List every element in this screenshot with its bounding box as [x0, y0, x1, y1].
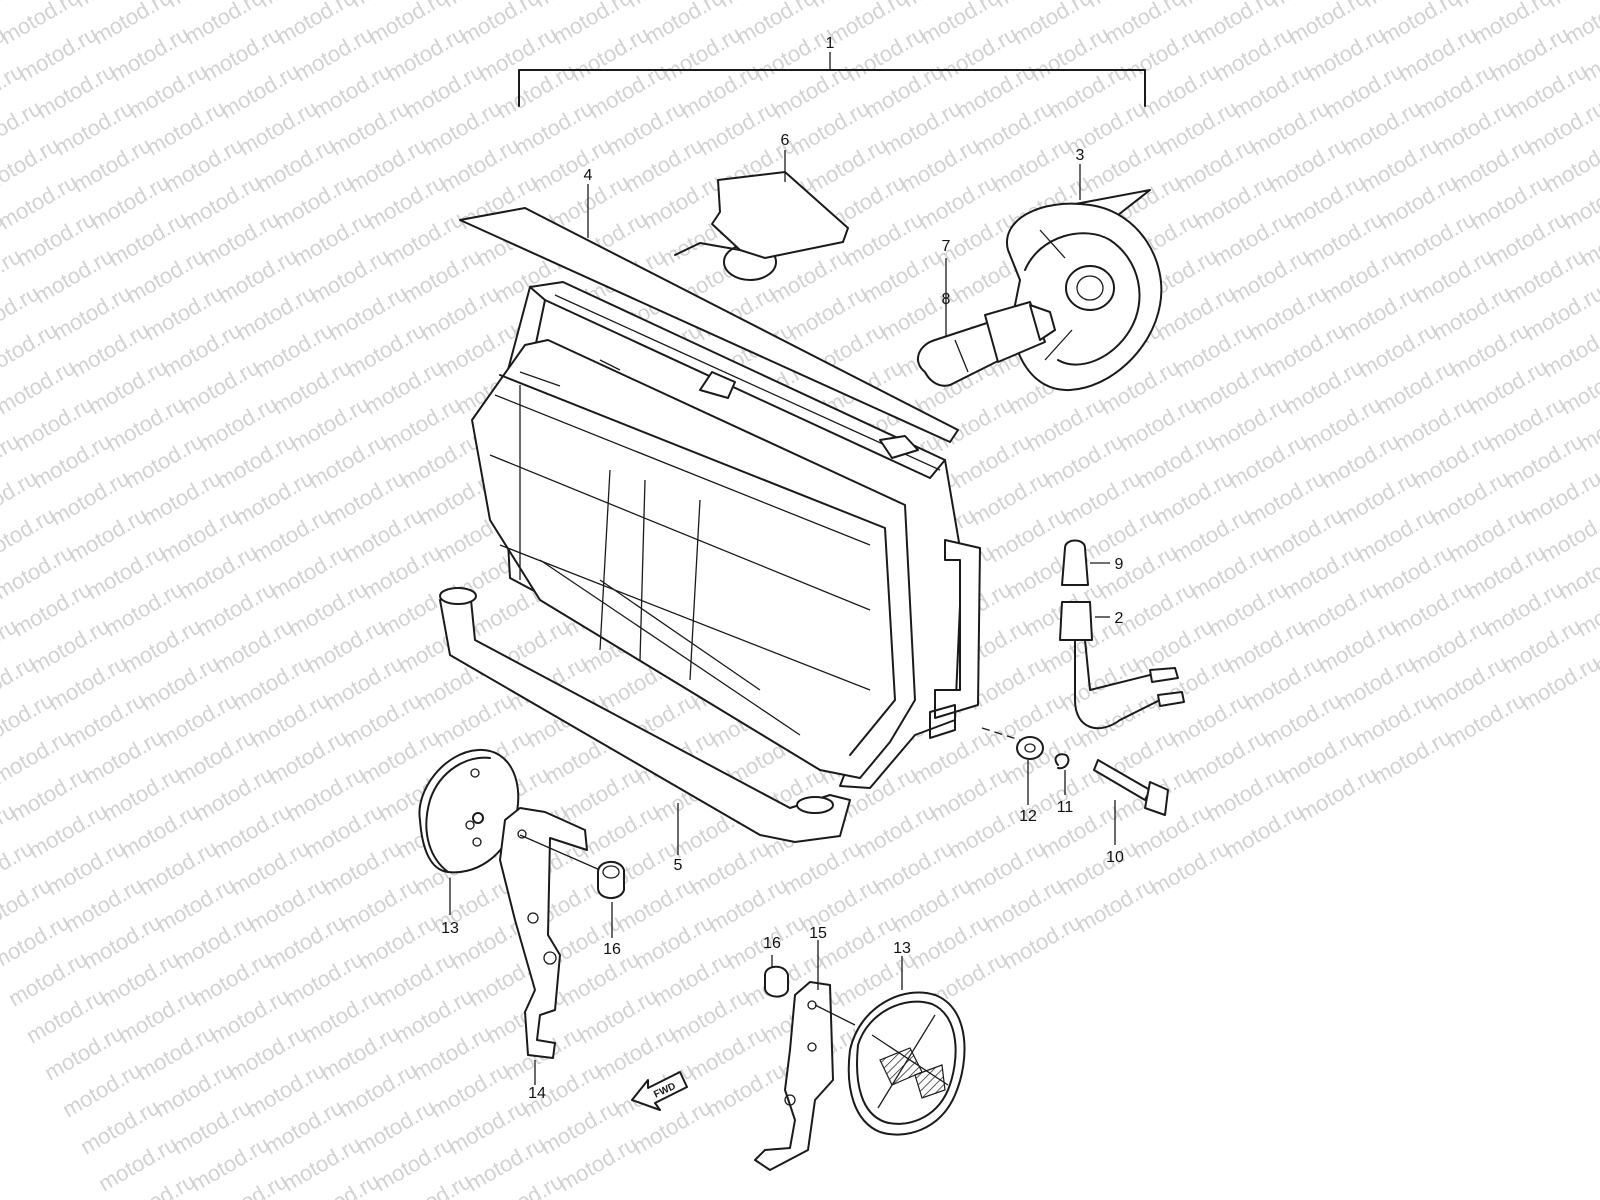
forward-direction-arrow: FWD	[631, 1071, 688, 1111]
callout-12: 12	[1019, 808, 1037, 825]
callout-4: 4	[584, 167, 593, 184]
callout-11: 11	[1057, 799, 1074, 816]
bulb-socket-harness	[1059, 601, 1185, 730]
callout-16-right: 16	[763, 935, 781, 952]
headlight-lens	[471, 339, 916, 779]
callout-8: 8	[942, 291, 951, 308]
callout-labels: 1 2 3 4 5 6 7 8 9 10 11 12 13 13 14 15 1…	[441, 35, 1124, 1102]
callout-15: 15	[809, 925, 827, 942]
position-bulb	[1061, 539, 1110, 586]
callout-3: 3	[1076, 147, 1085, 164]
callout-16-left: 16	[603, 941, 621, 958]
headlight-bulb	[916, 258, 1056, 387]
callout-7: 7	[942, 238, 951, 255]
fog-lamp-right	[847, 956, 966, 1136]
callout-1: 1	[826, 35, 835, 52]
callout-5: 5	[674, 857, 683, 874]
callout-9: 9	[1115, 556, 1124, 573]
bracket-right	[754, 940, 856, 1171]
bolt	[1093, 759, 1169, 845]
lower-trim-strip	[439, 587, 851, 855]
bulb-socket-cover	[1005, 164, 1163, 392]
callout-2: 2	[1115, 610, 1124, 627]
nut-left	[597, 861, 625, 938]
callout-13-right: 13	[893, 940, 911, 957]
callout-13-left: 13	[441, 920, 459, 937]
callout-14: 14	[528, 1085, 546, 1102]
top-trim-strip	[459, 184, 959, 443]
cover-plate	[711, 150, 849, 259]
washer	[1016, 736, 1044, 805]
lock-washer	[1054, 753, 1070, 795]
callout-10: 10	[1106, 849, 1124, 866]
nut-right	[764, 955, 789, 998]
bracket-left	[499, 807, 588, 1085]
callout-6: 6	[781, 132, 790, 149]
assembly-bracket-1	[518, 52, 1146, 107]
